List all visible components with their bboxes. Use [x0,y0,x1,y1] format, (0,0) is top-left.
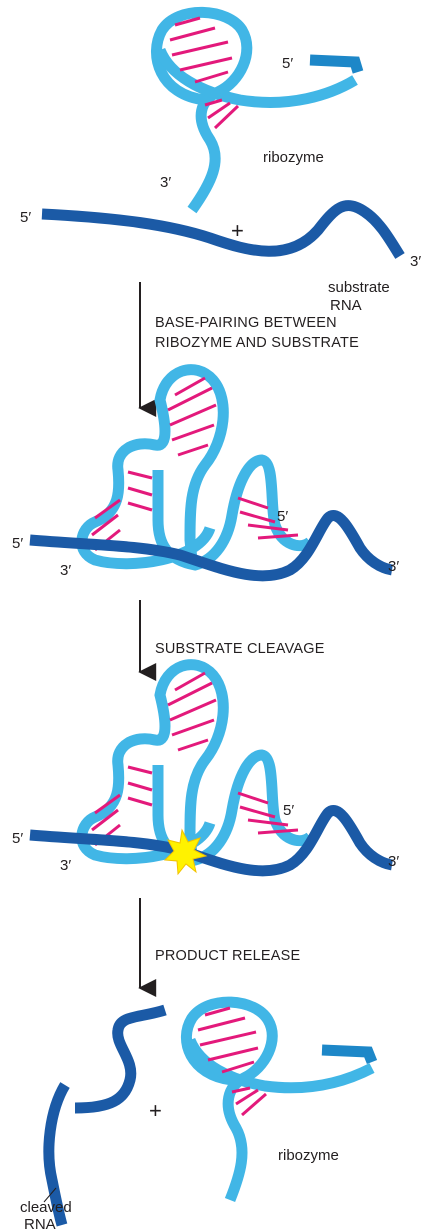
cleavage-right-3prime: 3′ [388,853,399,870]
cleavage-right-5prime: 5′ [283,802,294,819]
substrate-rna-label-line2: RNA [330,297,362,314]
ribozyme-label: ribozyme [263,149,324,166]
ribozyme-3prime-label: 3′ [160,174,171,191]
step1-label-line1: BASE-PAIRING BETWEEN [155,315,337,331]
complex-base-pairs [91,376,299,552]
ribozyme-strand [150,6,364,214]
substrate-5prime-label: 5′ [20,209,31,226]
complex-left-5prime: 5′ [12,535,23,552]
released-ribozyme-label: ribozyme [278,1147,339,1164]
cleaved-rna-label-line2: RNA [24,1216,56,1231]
panel-products [43,996,378,1227]
cleavage-left-3prime: 3′ [60,857,71,874]
complex-right-5prime: 5′ [277,508,288,525]
substrate-strand [41,200,405,259]
step2-label: SUBSTRATE CLEAVAGE [155,641,325,657]
cleaved-rna-pointer [43,1187,57,1203]
complex-left-3prime: 3′ [60,562,71,579]
step3-label: PRODUCT RELEASE [155,948,300,964]
cleavage-substrate-strand [29,805,394,877]
cleaved-fragment-right [74,1004,167,1114]
cleavage-left-5prime: 5′ [12,830,23,847]
panel-base-paired-complex [29,364,394,582]
cleavage-base-pairs [91,671,299,847]
cleavage-spark-icon [163,828,208,876]
released-ribozyme-base-pairs [197,1006,267,1117]
complex-right-3prime: 3′ [388,558,399,575]
substrate-rna-label-line1: substrate [328,279,390,296]
substrate-3prime-label: 3′ [410,253,421,270]
cleaved-fragment-left [43,1082,70,1227]
step1-label-line2: RIBOZYME AND SUBSTRATE [155,335,359,351]
complex-substrate-strand [29,510,394,582]
ribozyme-5prime-label: 5′ [282,55,293,72]
panel-cleavage [29,659,394,877]
ribozyme-base-pairs [169,16,240,130]
panel-ribozyme-and-substrate [41,6,405,259]
products-plus-sign: + [149,1098,162,1123]
plus-sign: + [231,218,244,243]
cleaved-rna-label-line1: cleaved [20,1199,72,1216]
